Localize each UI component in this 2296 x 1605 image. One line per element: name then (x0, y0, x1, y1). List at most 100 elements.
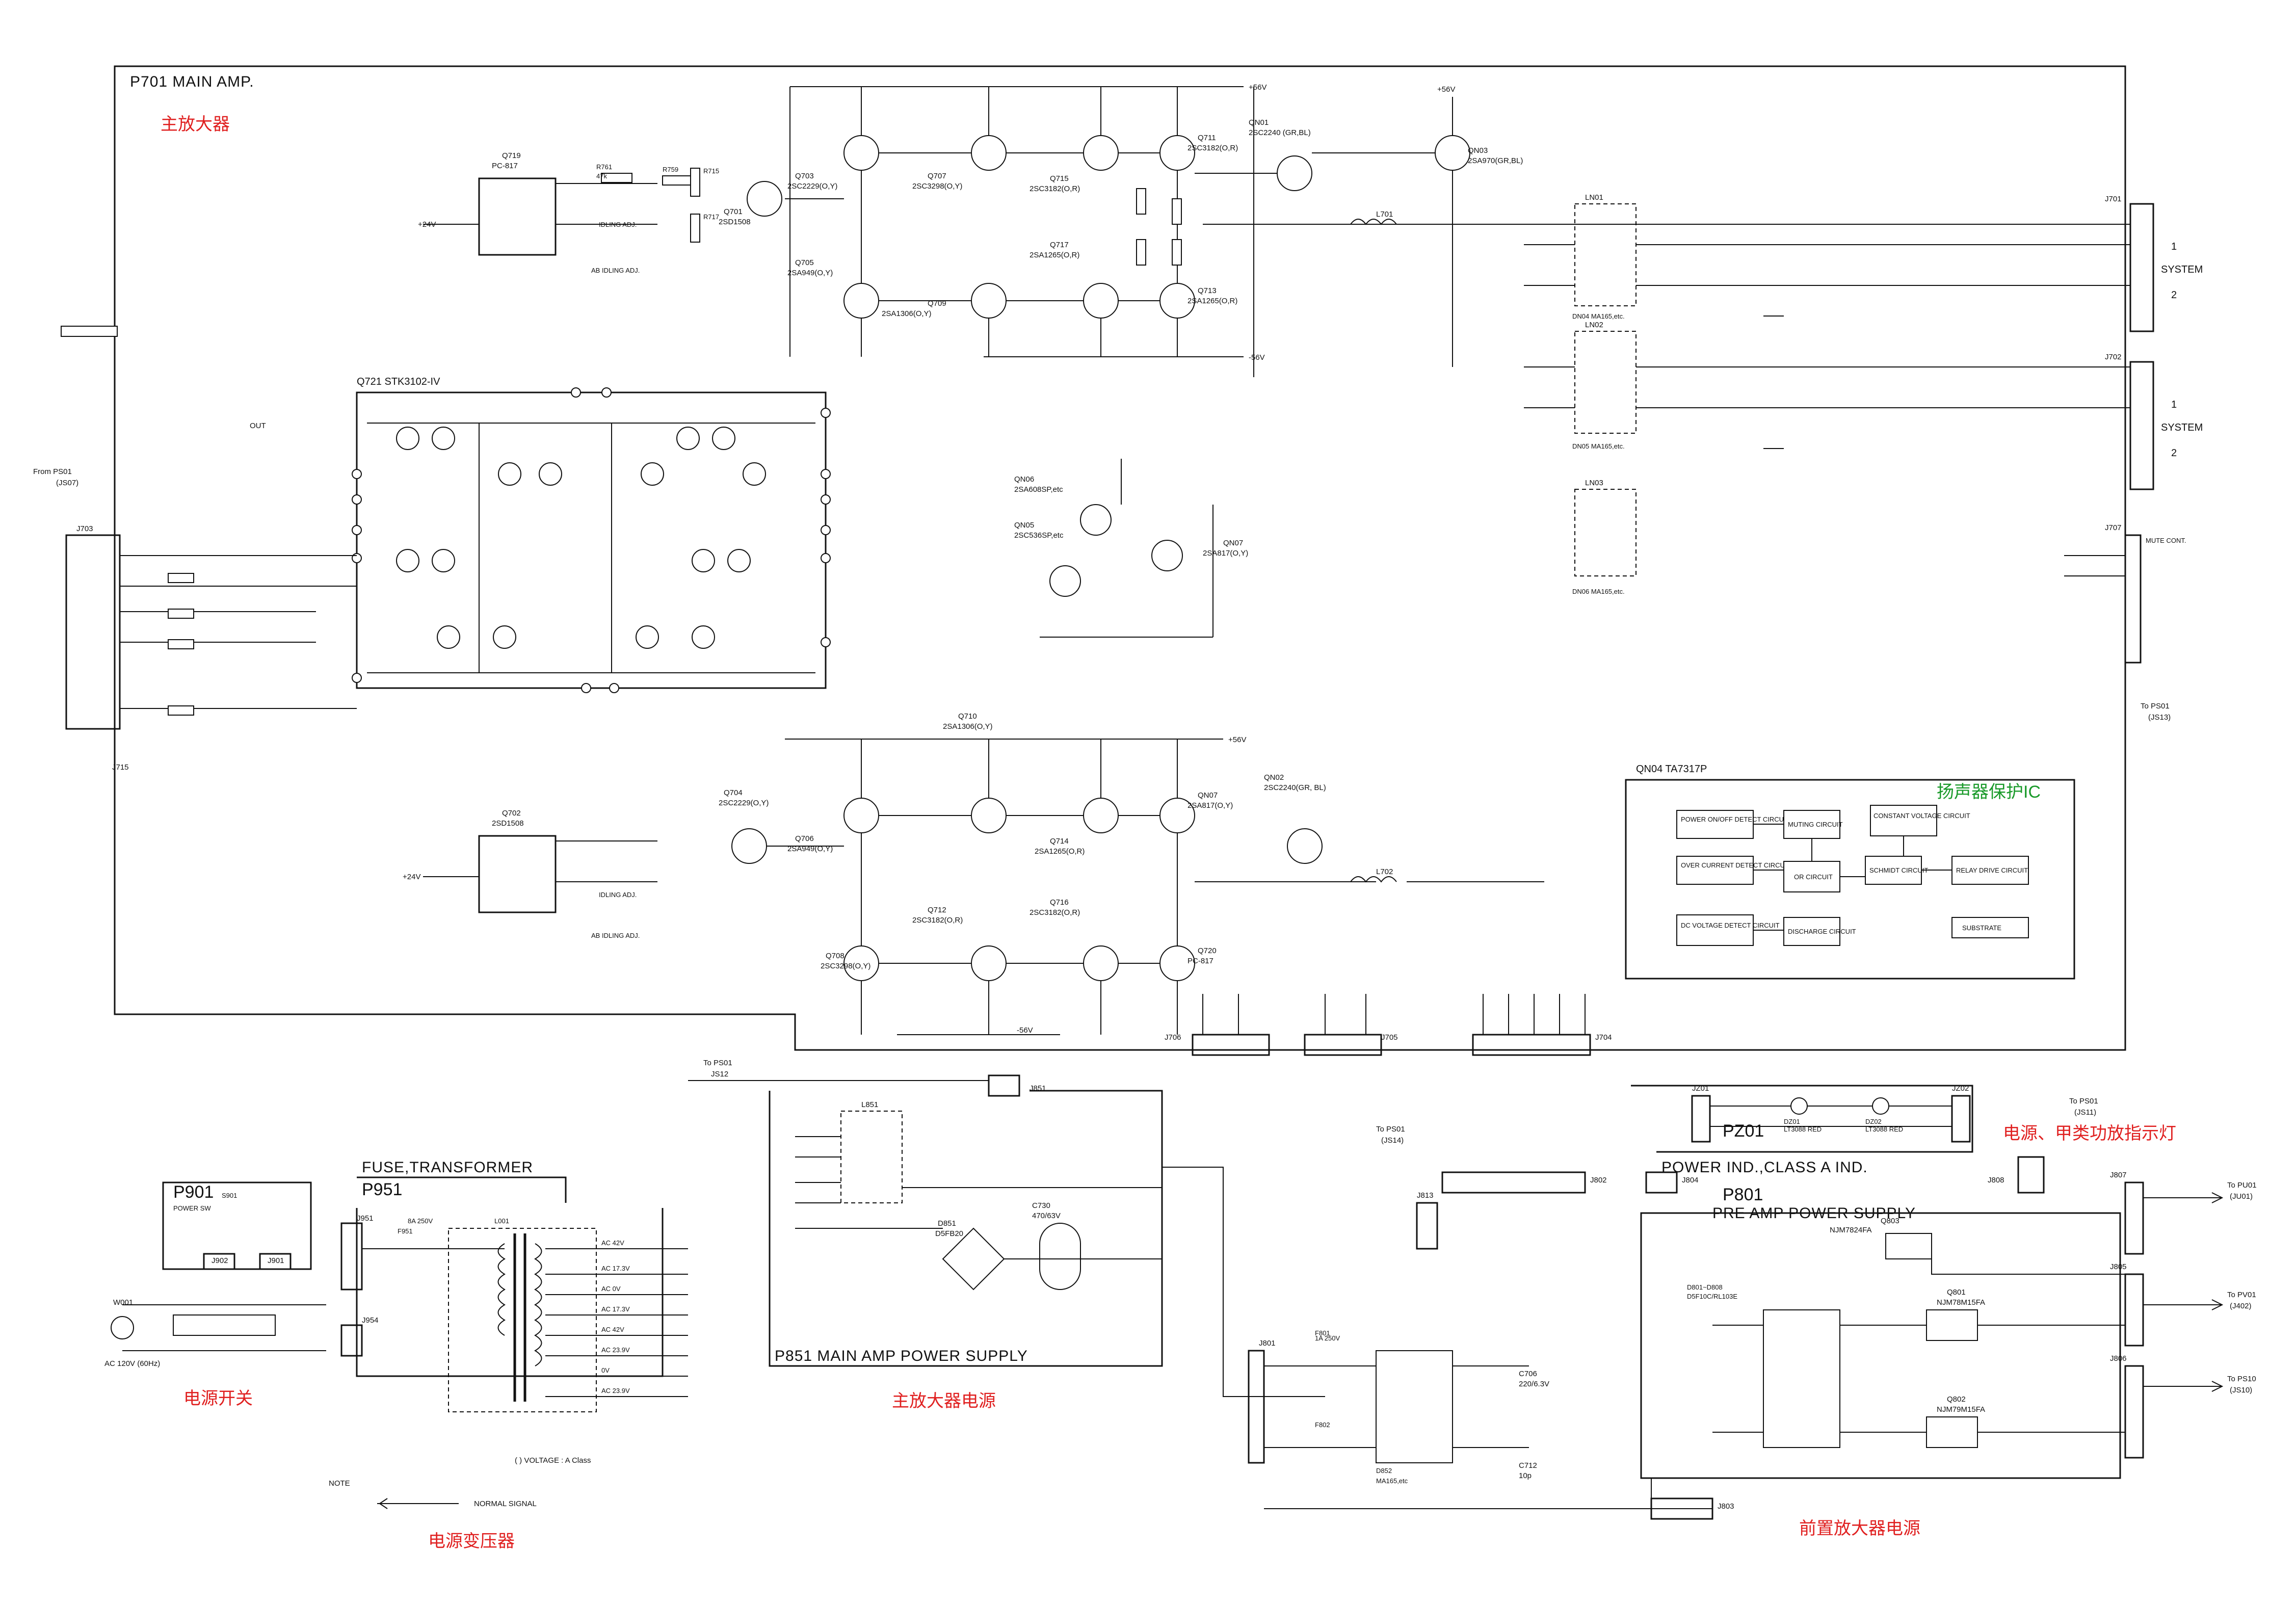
svg-text:J702: J702 (2105, 353, 2122, 361)
svg-text:OUT: OUT (250, 422, 266, 430)
svg-text:J805: J805 (2110, 1262, 2127, 1271)
svg-text:2SC3182(O,R): 2SC3182(O,R) (1187, 144, 1238, 152)
svg-text:2SC2240 (GR,BL): 2SC2240 (GR,BL) (1249, 128, 1311, 137)
svg-text:2SA949(O,Y): 2SA949(O,Y) (787, 269, 833, 277)
svg-text:2SD1508: 2SD1508 (719, 218, 751, 226)
svg-text:R759: R759 (663, 166, 678, 173)
svg-text:POWER SW: POWER SW (173, 1204, 211, 1212)
svg-text:Q802: Q802 (1947, 1395, 1966, 1404)
svg-text:Q716: Q716 (1050, 898, 1069, 907)
svg-text:2SC3182(O,R): 2SC3182(O,R) (912, 916, 963, 925)
svg-text:NOTE: NOTE (329, 1479, 350, 1488)
svg-text:(JS07): (JS07) (56, 479, 78, 487)
j801-rectifier-section: J801 1A 250V F802 F801 D852 MA165,etc C7… (1248, 1329, 1712, 1509)
svg-text:NJM79M15FA: NJM79M15FA (1937, 1405, 1985, 1414)
preamp-output-connectors: J807 To PU01 (JU01) J805 To PV01 (J402) … (2110, 1171, 2257, 1459)
svg-text:47k: 47k (596, 172, 607, 180)
svg-text:J715: J715 (112, 763, 129, 772)
svg-text:D5FB20: D5FB20 (935, 1229, 963, 1238)
q711-transistor (1159, 135, 1195, 171)
svg-text:To PS01: To PS01 (2141, 702, 2170, 711)
j851-connector (988, 1074, 1020, 1097)
j806-connector (2124, 1365, 2144, 1459)
speaker-relays: LN01 LN02 LN03 DN04 MA165,etc. DN05 MA16… (1524, 193, 2130, 595)
d851-bridge-rectifier (942, 1227, 1005, 1291)
p901-title: P901 (173, 1182, 214, 1202)
svg-text:220/6.3V: 220/6.3V (1519, 1380, 1549, 1388)
svg-text:W001: W001 (113, 1298, 133, 1307)
svg-text:AC 17.3V: AC 17.3V (601, 1265, 630, 1272)
q720-optocoupler (478, 835, 557, 913)
c851-capacitor (1039, 1223, 1081, 1290)
qn02-transistor (1287, 828, 1323, 864)
ac-plug-icon (111, 1316, 134, 1339)
svg-text:( ) VOLTAGE : A Class: ( ) VOLTAGE : A Class (515, 1456, 591, 1465)
svg-text:2SC3182(O,R): 2SC3182(O,R) (1030, 908, 1080, 917)
svg-text:DZ01: DZ01 (1784, 1118, 1800, 1125)
q703-transistor (843, 135, 879, 171)
j707-connector (2124, 534, 2142, 664)
svg-text:QN02: QN02 (1264, 773, 1284, 782)
svg-text:To PS01: To PS01 (1376, 1125, 1405, 1134)
system-1-label: SYSTEM (2161, 264, 2203, 275)
pz01-indicator-board: PZ01 POWER IND.,CLASS A IND. JZ01 JZ02 D… (1631, 1084, 2098, 1176)
svg-text:+56V: +56V (1437, 85, 1455, 94)
svg-text:SCHMIDT CIRCUIT: SCHMIDT CIRCUIT (1869, 866, 1928, 874)
svg-text:AC 120V (60Hz): AC 120V (60Hz) (104, 1359, 160, 1368)
svg-text:-56V: -56V (1017, 1026, 1033, 1035)
q701-transistor (747, 181, 782, 217)
svg-text:Q704: Q704 (724, 788, 743, 797)
svg-text:2SA970(GR,BL): 2SA970(GR,BL) (1468, 156, 1523, 165)
svg-text:To PS10: To PS10 (2227, 1375, 2256, 1383)
svg-text:2SA608SP,etc: 2SA608SP,etc (1014, 485, 1063, 494)
mute-cont-label: MUTE CONT. (2146, 537, 2186, 544)
svg-text:IDLING ADJ.: IDLING ADJ. (599, 891, 637, 899)
svg-text:Q705: Q705 (795, 258, 814, 267)
svg-text:2SD1508: 2SD1508 (492, 819, 524, 828)
svg-text:LT3088 RED: LT3088 RED (1784, 1125, 1822, 1133)
svg-text:(JS10): (JS10) (2230, 1386, 2252, 1394)
svg-text:SUBSTRATE: SUBSTRATE (1962, 924, 2001, 932)
j802-connector (1441, 1171, 1586, 1194)
svg-text:NJM7824FA: NJM7824FA (1830, 1226, 1872, 1234)
svg-text:QN06: QN06 (1014, 475, 1034, 484)
p701-title: P701 MAIN AMP. (130, 73, 254, 90)
dz01-led (1790, 1097, 1808, 1115)
svg-text:+24V: +24V (418, 220, 436, 229)
to-ps01-js12: To PS01 (703, 1059, 732, 1067)
svg-text:Q701: Q701 (724, 207, 743, 216)
svg-text:J803: J803 (1718, 1502, 1734, 1511)
svg-text:2SC2229(O,Y): 2SC2229(O,Y) (719, 799, 769, 807)
svg-text:LN02: LN02 (1585, 321, 1603, 329)
power-rails-top: +56V -56V +56V -56V (785, 83, 1266, 1035)
svg-text:L001: L001 (494, 1217, 509, 1225)
svg-text:J801: J801 (1259, 1339, 1276, 1348)
svg-text:Q709: Q709 (928, 299, 946, 308)
svg-text:8A 250V: 8A 250V (408, 1217, 433, 1225)
svg-text:2SC536SP,etc: 2SC536SP,etc (1014, 531, 1064, 540)
svg-text:J802: J802 (1590, 1176, 1607, 1185)
from-ps01-label: From PS01 (33, 467, 72, 476)
svg-text:NJM78M15FA: NJM78M15FA (1937, 1298, 1985, 1307)
svg-text:J806: J806 (2110, 1354, 2127, 1363)
q721-stk3102-ic: Q721 STK3102-IV (352, 376, 831, 693)
annotation-transformer: 电源变压器 (428, 1532, 515, 1551)
q707-transistor (971, 135, 1007, 171)
svg-text:(JS13): (JS13) (2148, 713, 2171, 722)
power-switch-s901 (173, 1314, 276, 1336)
ab-idling-adj-upper: AB IDLING ADJ. (591, 267, 640, 274)
svg-text:Q713: Q713 (1198, 286, 1217, 295)
svg-text:2SA817(O,Y): 2SA817(O,Y) (1187, 801, 1233, 810)
svg-text:Q714: Q714 (1050, 837, 1069, 846)
q719-label: Q719 (502, 151, 521, 160)
svg-text:J954: J954 (362, 1316, 379, 1325)
j954-connector (340, 1324, 363, 1357)
svg-text:J951: J951 (357, 1214, 374, 1223)
annotation-power-indicator: 电源、甲类功放指示灯 (2003, 1124, 2176, 1143)
p851-main-amp-power-supply: P851 MAIN AMP POWER SUPPLY J851 To PS01 … (688, 1059, 1325, 1397)
svg-text:Q803: Q803 (1881, 1217, 1899, 1225)
j805-connector (2124, 1273, 2144, 1347)
svg-text:L701: L701 (1376, 210, 1393, 219)
j703-connector (65, 534, 121, 730)
svg-text:-56V: -56V (1249, 353, 1265, 362)
